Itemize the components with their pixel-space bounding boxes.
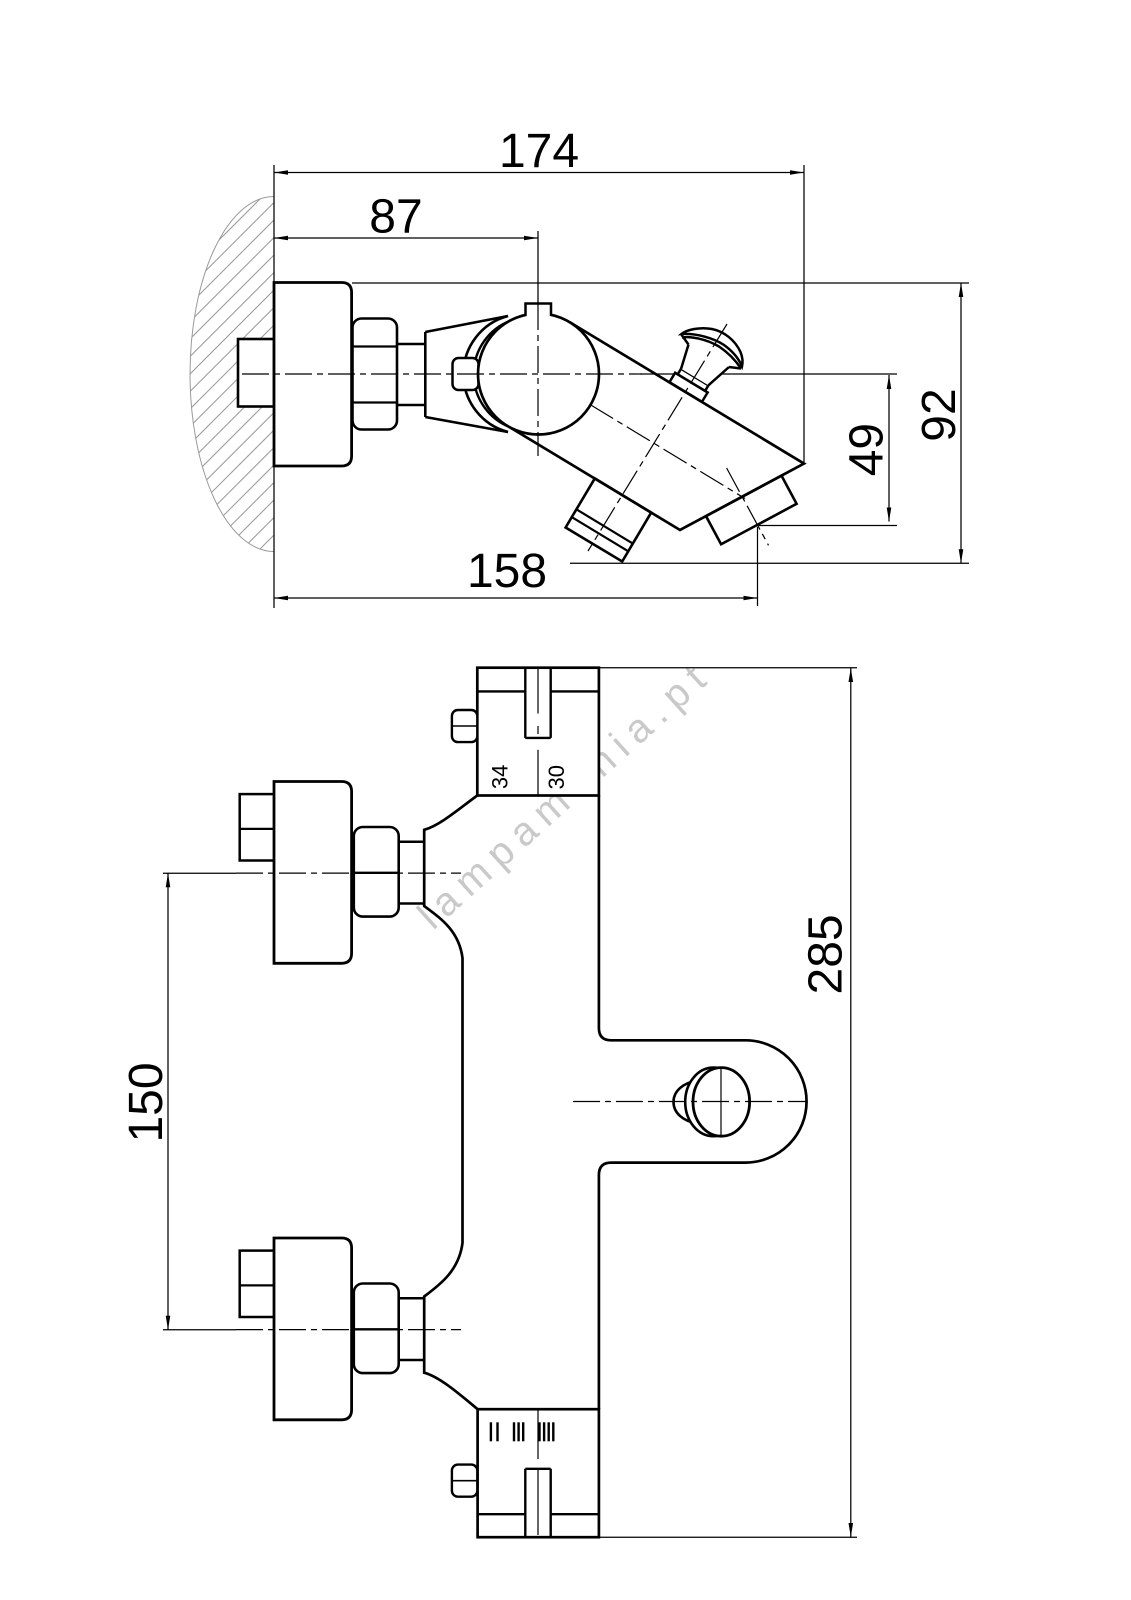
svg-text:49: 49: [840, 423, 893, 476]
svg-text:150: 150: [120, 1062, 173, 1142]
svg-text:30: 30: [544, 765, 569, 789]
svg-text:174: 174: [499, 125, 579, 178]
svg-text:34: 34: [488, 765, 513, 789]
svg-text:87: 87: [369, 191, 422, 244]
svg-text:285: 285: [800, 914, 853, 994]
svg-text:158: 158: [467, 545, 547, 598]
svg-text:92: 92: [913, 388, 966, 441]
